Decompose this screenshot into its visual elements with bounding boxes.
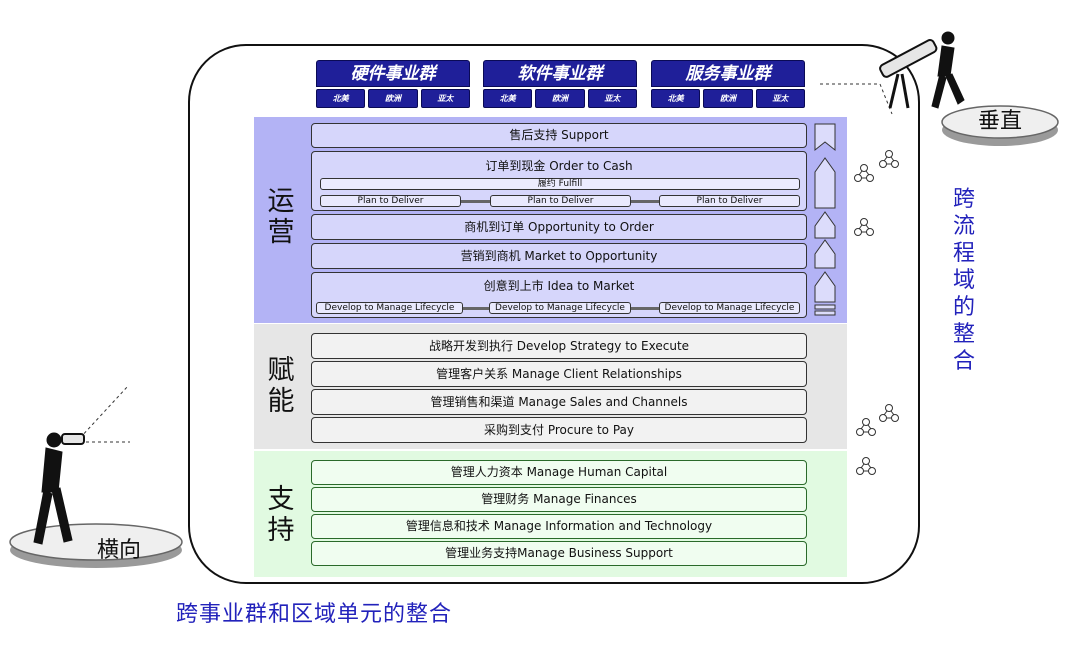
process-label: 创意到上市 Idea to Market: [483, 279, 635, 293]
vertical-label: 垂直: [978, 109, 1023, 134]
segment-connector: [631, 307, 659, 310]
process-manage-human-capital: 管理人力资本 Manage Human Capital: [311, 460, 807, 485]
operations-label: 运营: [267, 186, 295, 248]
process-label: 管理业务支持Manage Business Support: [445, 546, 673, 560]
cross-business-integration-text: 跨事业群和区域单元的整合: [176, 602, 453, 627]
process-develop-strategy: 战略开发到执行 Develop Strategy to Execute: [311, 333, 807, 359]
develop-to-manage-segment: Develop to Manage Lifecycle: [659, 302, 800, 314]
region-badge: 北美: [651, 89, 701, 108]
network-icon: [856, 404, 899, 436]
segment-connector: [461, 200, 490, 203]
process-procure-to-pay: 采购到支付 Procure to Pay: [311, 417, 807, 443]
business-group-title: 硬件事业群: [316, 60, 470, 87]
plan-to-deliver-segment: Plan to Deliver: [320, 195, 461, 207]
network-icon: [854, 150, 899, 182]
process-manage-client-relationships: 管理客户关系 Manage Client Relationships: [311, 361, 807, 387]
business-group-software: 软件事业群 北美 欧洲 亚太: [483, 60, 637, 108]
segment-connector: [631, 200, 659, 203]
region-badge: 亚太: [587, 89, 637, 108]
cross-process-integration-text: 跨流程域的整合: [952, 187, 975, 374]
network-icon: [854, 218, 874, 236]
region-badge: 北美: [316, 89, 366, 108]
process-label: 管理客户关系 Manage Client Relationships: [436, 367, 682, 381]
integration-frame: [188, 44, 920, 584]
telescope-person-icon: [879, 31, 965, 109]
process-market-to-opportunity: 营销到商机 Market to Opportunity: [311, 243, 807, 269]
process-manage-finances: 管理财务 Manage Finances: [311, 487, 807, 512]
process-label: 战略开发到执行 Develop Strategy to Execute: [428, 339, 690, 353]
vertical-observer-illustration: [820, 31, 1059, 146]
process-label: 管理财务 Manage Finances: [481, 492, 637, 506]
region-badge: 欧洲: [535, 89, 585, 108]
base-bar-icon: [814, 304, 836, 310]
chevron-icon: [814, 211, 836, 239]
chevron-flow-column: [814, 123, 836, 316]
business-group-title: 服务事业群: [651, 60, 805, 87]
process-manage-information-technology: 管理信息和技术 Manage Information and Technolog…: [311, 514, 807, 539]
plan-to-deliver-segment: Plan to Deliver: [490, 195, 631, 207]
process-label: 管理销售和渠道 Manage Sales and Channels: [430, 395, 688, 409]
process-label: 订单到现金 Order to Cash: [485, 159, 633, 173]
region-badge: 亚太: [755, 89, 805, 108]
process-manage-business-support: 管理业务支持Manage Business Support: [311, 541, 807, 566]
process-label: 商机到订单 Opportunity to Order: [464, 220, 654, 234]
enablement-label: 赋能: [267, 355, 295, 417]
develop-to-manage-segment: Develop to Manage Lifecycle: [316, 302, 463, 314]
region-badge: 亚太: [420, 89, 470, 108]
support-label: 支持: [267, 484, 295, 546]
horizontal-label: 横向: [97, 538, 142, 563]
network-icon: [856, 457, 876, 475]
chevron-icon: [814, 271, 836, 303]
binocular-person-icon: [33, 432, 85, 545]
platform-disc: [9, 523, 183, 561]
region-badge: 欧洲: [368, 89, 418, 108]
horizontal-observer-illustration: [9, 385, 183, 568]
platform-disc: [941, 105, 1059, 139]
process-manage-sales-channels: 管理销售和渠道 Manage Sales and Channels: [311, 389, 807, 415]
plan-to-deliver-segment: Plan to Deliver: [659, 195, 800, 207]
business-group-services: 服务事业群 北美 欧洲 亚太: [651, 60, 805, 108]
chevron-icon: [814, 239, 836, 269]
region-badge: 欧洲: [703, 89, 753, 108]
business-group-hardware: 硬件事业群 北美 欧洲 亚太: [316, 60, 470, 108]
process-label: 售后支持 Support: [509, 128, 609, 142]
base-bar-icon: [814, 310, 836, 316]
develop-to-manage-segment: Develop to Manage Lifecycle: [489, 302, 631, 314]
process-opportunity-to-order: 商机到订单 Opportunity to Order: [311, 214, 807, 240]
process-label: 管理人力资本 Manage Human Capital: [450, 465, 668, 479]
region-badge: 北美: [483, 89, 533, 108]
chevron-icon: [814, 157, 836, 209]
segment-connector: [463, 307, 489, 310]
fulfill-subprocess: 履约 Fulfill: [320, 178, 800, 190]
process-label: 管理信息和技术 Manage Information and Technolog…: [405, 519, 713, 533]
business-group-title: 软件事业群: [483, 60, 637, 87]
chevron-icon: [814, 123, 836, 152]
process-support: 售后支持 Support: [311, 123, 807, 148]
process-label: 营销到商机 Market to Opportunity: [460, 249, 658, 263]
process-label: 采购到支付 Procure to Pay: [484, 423, 634, 437]
